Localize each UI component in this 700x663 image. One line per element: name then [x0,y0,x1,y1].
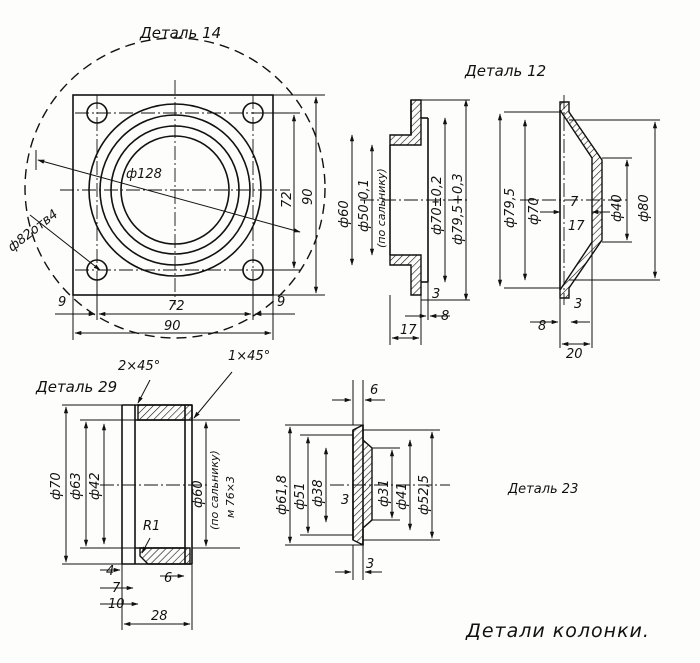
dim-gland-29: (по сальнику) [208,450,221,530]
dim-d70-tol: ф70±0,2 [430,176,445,235]
dim-d70-29: ф70 [49,472,64,500]
dim-9-right: 9 [277,295,285,310]
dim-72-vertical: 72 [280,191,295,208]
dim-d40: ф40 [610,194,625,222]
dim-3-23-mid: 3 [341,493,349,508]
dim-thread: м 76×3 [224,476,237,518]
dim-17-left: 17 [400,323,417,338]
dim-d52-5: ф52,5 [417,475,432,515]
dim-d42: ф42 [88,472,103,500]
dim-d128: ф128 [126,167,162,182]
part-23-drawing [285,380,450,580]
dim-28: 28 [151,609,168,624]
part-12-title: Деталь 12 [464,62,546,80]
part-12-left-view [349,99,470,345]
dim-gland-12: (по сальнику) [375,168,388,248]
dim-72-horizontal: 72 [168,299,185,314]
dim-90-vertical: 90 [301,188,316,205]
dim-d80: ф80 [637,194,652,222]
chamfer-2x45: 2×45° [118,359,160,374]
dim-20: 20 [566,347,583,362]
part-23-title: Деталь 23 [507,482,578,497]
dim-3-left: 3 [432,287,440,302]
dim-holes: ф82отв4 [5,207,61,255]
dim-d51: ф51 [293,482,308,510]
part-29-title: Деталь 29 [35,378,117,396]
dim-10: 10 [108,597,125,612]
dim-9-left: 9 [58,295,66,310]
dim-d31: ф31 [377,479,392,507]
dim-d70-right: ф70 [527,197,542,225]
part-12-right-view [497,95,660,348]
dim-r1: R1 [143,519,160,534]
dim-d79-5-tol: ф79,5+0,3 [451,173,466,245]
dim-d60-29: ф60 [191,480,206,508]
dim-d63: ф63 [69,472,84,500]
dim-3-23-bottom: 3 [366,557,374,572]
dim-d79-5: ф79,5 [503,188,518,228]
dim-d61-8: ф61,8 [275,475,290,515]
dim-6-23: 6 [370,383,378,398]
part-14-title: Деталь 14 [139,24,221,42]
dim-6-29: 6 [164,571,172,586]
dim-8-left: 8 [441,309,449,324]
dim-d41: ф41 [395,482,410,510]
part-29-drawing [62,371,240,630]
dim-d38: ф38 [311,479,326,507]
dim-7-29: 7 [112,581,121,596]
dim-17-right: 17 [568,219,585,234]
dim-d60-left: ф60 [337,200,352,228]
dim-8-right: 8 [538,319,546,334]
caption: Детали колонки. [465,620,650,642]
bolt-circle-outline [24,37,326,339]
dim-7: 7 [570,195,579,210]
part-14-drawing [24,37,326,340]
dim-d50: ф50-0,1 [357,179,372,232]
dim-4: 4 [106,564,114,579]
dim-90-horizontal: 90 [164,319,181,334]
dim-3-right: 3 [574,297,582,312]
chamfer-1x45: 1×45° [228,349,270,364]
